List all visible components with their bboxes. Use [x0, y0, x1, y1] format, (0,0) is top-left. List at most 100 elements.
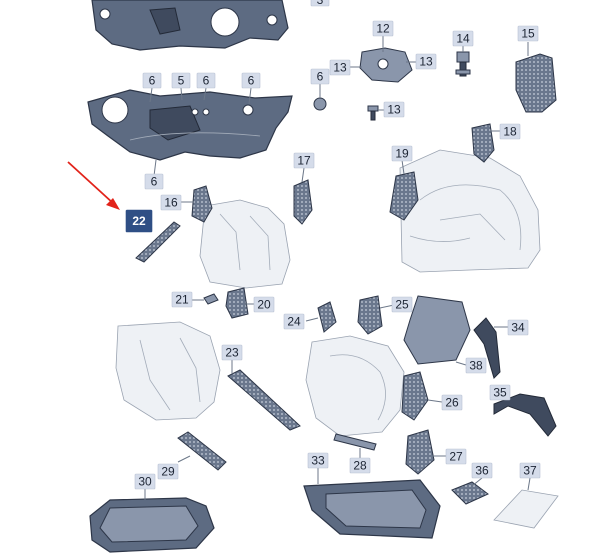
insulation-strip-part-29 [177, 431, 227, 471]
svg-text:13: 13 [419, 55, 433, 69]
pad-part-36 [451, 481, 489, 505]
svg-text:30: 30 [138, 475, 152, 489]
svg-text:38: 38 [469, 359, 483, 373]
callout-22-selected[interactable]: 22 [125, 209, 153, 233]
insulation-pad-part-17 [293, 179, 313, 225]
svg-text:6: 6 [151, 175, 158, 189]
callout-24[interactable]: 24 [283, 313, 305, 330]
svg-text:18: 18 [503, 125, 517, 139]
callout-38[interactable]: 38 [465, 357, 487, 374]
callout-13[interactable]: 13 [329, 59, 351, 76]
round-clip-part [313, 97, 327, 111]
svg-text:25: 25 [395, 298, 409, 312]
svg-text:21: 21 [175, 293, 189, 307]
callout-35[interactable]: 35 [489, 384, 511, 401]
svg-text:3: 3 [317, 0, 324, 7]
svg-text:19: 19 [395, 147, 409, 161]
callout-30[interactable]: 30 [134, 473, 156, 490]
svg-text:16: 16 [164, 196, 178, 210]
wheel-arch-body-ghost [399, 149, 541, 273]
callout-13[interactable]: 13 [383, 101, 405, 118]
callout-25[interactable]: 25 [391, 296, 413, 313]
insulation-pad-part-24 [317, 301, 337, 333]
svg-text:28: 28 [353, 459, 367, 473]
insulation-pad-part-18 [471, 123, 495, 163]
strip-part-28 [333, 433, 377, 451]
svg-text:22: 22 [132, 214, 146, 228]
callout-26[interactable]: 26 [441, 394, 463, 411]
svg-text:12: 12 [376, 22, 390, 36]
svg-text:35: 35 [493, 386, 507, 400]
callout-33[interactable]: 33 [307, 452, 329, 469]
svg-text:14: 14 [456, 32, 470, 46]
svg-text:26: 26 [445, 396, 459, 410]
callout-12[interactable]: 12 [372, 20, 394, 37]
insulation-mat-part-38 [403, 295, 471, 365]
svg-text:27: 27 [449, 450, 463, 464]
svg-text:29: 29 [161, 465, 175, 479]
red-arrow-indicator [67, 161, 120, 210]
callout-18[interactable]: 18 [499, 123, 521, 140]
callout-5[interactable]: 5 [171, 72, 191, 89]
callout-3[interactable]: 3 [310, 0, 330, 7]
svg-text:34: 34 [511, 321, 525, 335]
svg-text:6: 6 [248, 74, 255, 88]
svg-text:37: 37 [523, 464, 537, 478]
callout-36[interactable]: 36 [471, 462, 493, 479]
callout-16[interactable]: 16 [160, 194, 182, 211]
svg-text:6: 6 [149, 74, 156, 88]
callout-6[interactable]: 6 [310, 68, 330, 85]
clip-part-21 [203, 293, 219, 305]
callout-17[interactable]: 17 [293, 152, 315, 169]
callout-6[interactable]: 6 [142, 72, 162, 89]
callout-21[interactable]: 21 [171, 291, 193, 308]
svg-text:6: 6 [317, 70, 324, 84]
svg-text:6: 6 [203, 74, 210, 88]
callout-34[interactable]: 34 [507, 319, 529, 336]
plate-part-37 [493, 489, 559, 529]
top-shield-part [91, 0, 289, 51]
bracket-part-12 [359, 47, 413, 83]
callout-14[interactable]: 14 [452, 30, 474, 47]
bulkhead-insulation-part [87, 89, 293, 161]
callout-6[interactable]: 6 [196, 72, 216, 89]
callout-labels: 3 6 5 6 6 6 12 13 13 6 13 14 15 18 19 17… [125, 0, 541, 490]
callout-13[interactable]: 13 [415, 53, 437, 70]
center-structure-ghost [305, 335, 405, 437]
callout-28[interactable]: 28 [349, 457, 371, 474]
insulation-pad-part-20 [225, 287, 249, 319]
callout-23[interactable]: 23 [221, 344, 243, 361]
insulation-strip-part-22 [135, 221, 181, 263]
svg-text:20: 20 [257, 298, 271, 312]
screw-part-13 [367, 105, 379, 121]
leader-lines [144, 36, 531, 500]
svg-text:15: 15 [521, 27, 535, 41]
insulation-pad-part-27 [405, 429, 435, 475]
insulation-pad-part-16 [191, 185, 213, 223]
callout-19[interactable]: 19 [391, 145, 413, 162]
svg-text:13: 13 [387, 103, 401, 117]
insulation-pad-part-25 [357, 295, 383, 335]
rear-structure-ghost [115, 321, 221, 421]
front-structure-ghost [199, 199, 291, 289]
bracket-part-35 [493, 393, 557, 437]
grille-pad-part-15 [515, 53, 557, 113]
callout-6[interactable]: 6 [241, 72, 261, 89]
svg-text:24: 24 [287, 315, 301, 329]
callout-37[interactable]: 37 [519, 462, 541, 479]
svg-text:13: 13 [333, 61, 347, 75]
callout-29[interactable]: 29 [157, 463, 179, 480]
svg-text:5: 5 [178, 74, 185, 88]
callout-15[interactable]: 15 [517, 25, 539, 42]
svg-text:23: 23 [225, 346, 239, 360]
svg-text:36: 36 [475, 464, 489, 478]
long-cover-part-33 [303, 479, 441, 539]
callout-20[interactable]: 20 [253, 296, 275, 313]
trim-part-34 [473, 317, 501, 379]
clip-part-14 [455, 51, 471, 77]
callout-6[interactable]: 6 [144, 173, 164, 190]
spare-wheel-tray-part-30 [89, 497, 215, 553]
callout-27[interactable]: 27 [445, 448, 467, 465]
insulation-pad-part-19 [389, 171, 419, 221]
